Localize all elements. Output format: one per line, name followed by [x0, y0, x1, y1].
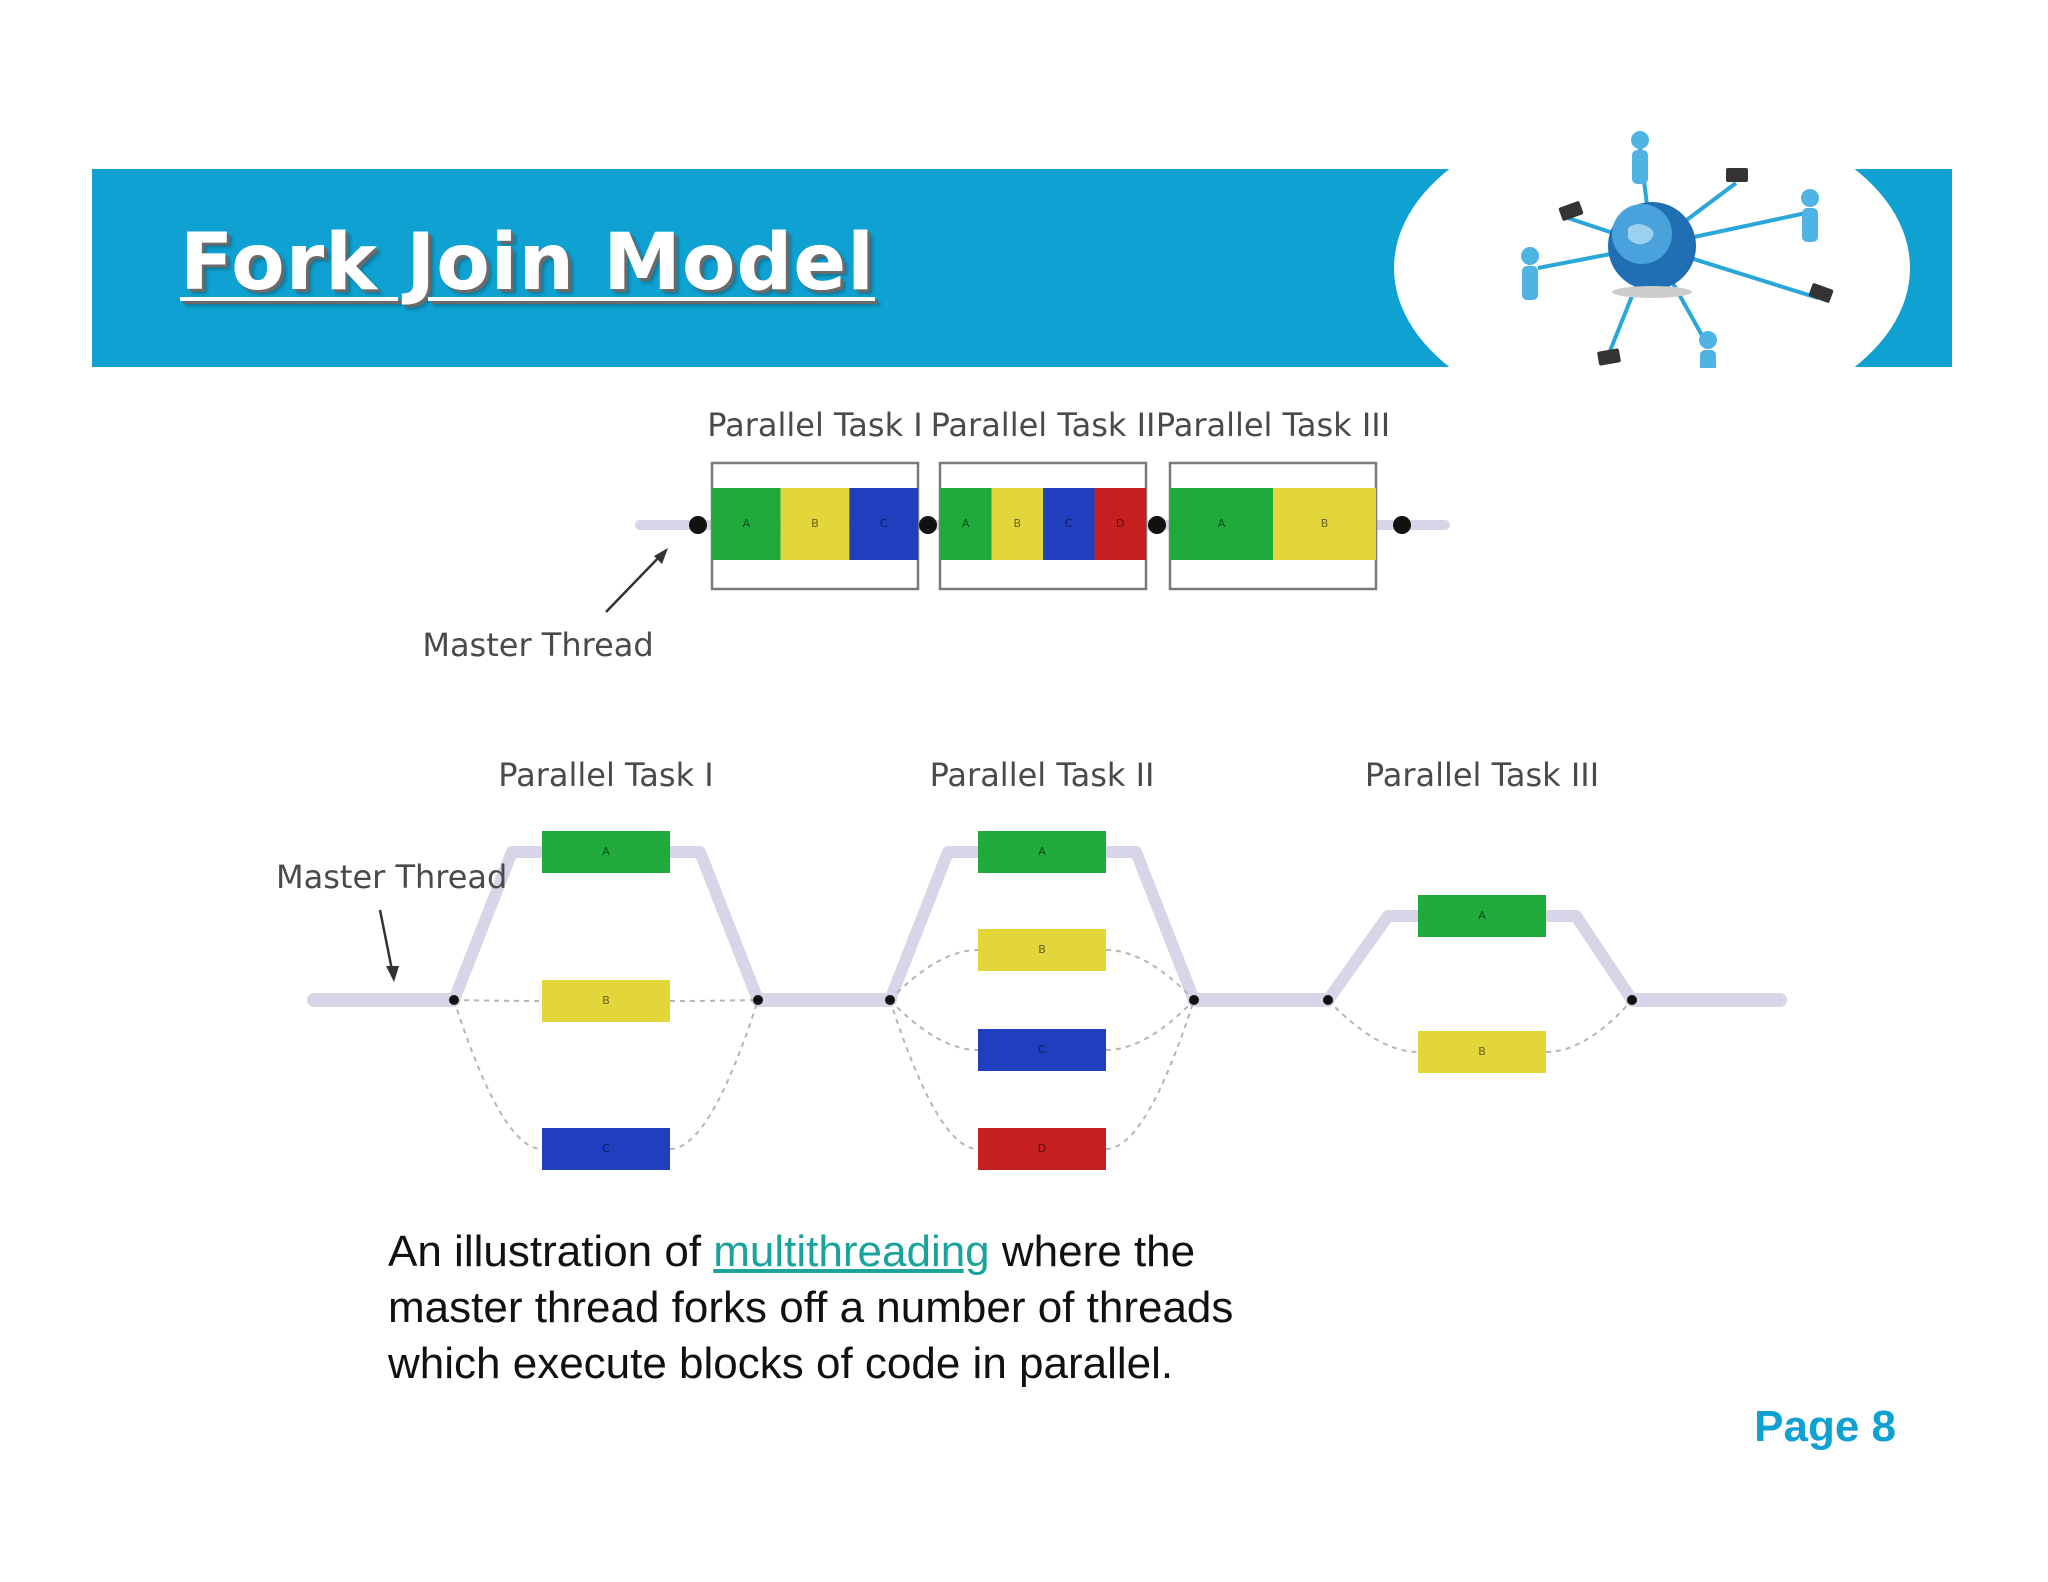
sequential-block	[780, 488, 850, 560]
sequential-master-label: Master Thread	[422, 626, 653, 664]
forkjoin-thread-block	[542, 1128, 670, 1170]
fork-thread-path	[884, 846, 978, 1003]
sequential-block-label: A	[1218, 517, 1226, 530]
sequential-node	[1148, 516, 1166, 534]
fork-thread-path	[889, 999, 979, 1051]
sequential-block	[940, 488, 992, 560]
forkjoin-thread-block	[978, 1128, 1106, 1170]
forkjoin-thread-label: A	[602, 845, 610, 858]
multithreading-link[interactable]: multithreading	[713, 1227, 990, 1276]
fork-thread-path	[453, 999, 543, 1002]
slide-title: Fork Join Model	[180, 218, 875, 308]
forkjoin-thread-block	[978, 1029, 1106, 1071]
fork-thread-path	[448, 846, 542, 1003]
forkjoin-thread-block	[1418, 1031, 1546, 1073]
sequential-master-arrowhead	[654, 548, 668, 564]
sequential-node	[689, 516, 707, 534]
join-thread-path	[670, 846, 764, 1003]
sequential-block-label: B	[1013, 517, 1021, 530]
sequential-block-label: A	[962, 517, 970, 530]
forkjoin-thread-label: C	[602, 1142, 610, 1155]
caption: An illustration of multithreading where …	[388, 1224, 1288, 1392]
forkjoin-thread-label: B	[1478, 1045, 1486, 1058]
forkjoin-thread-label: A	[1478, 909, 1486, 922]
forkjoin-thread-block	[542, 831, 670, 873]
sequential-block-label: C	[1065, 517, 1073, 530]
sequential-task-label: Parallel Task III	[1156, 406, 1390, 444]
sequential-master-arrow	[605, 553, 663, 613]
sequential-node	[919, 516, 937, 534]
fork-thread-path	[889, 999, 979, 1150]
forkjoin-thread-block	[1418, 895, 1546, 937]
fork-thread-path	[453, 999, 543, 1150]
forkjoin-thread-block	[542, 980, 670, 1022]
sequential-block-label: A	[743, 517, 751, 530]
sequential-block-label: D	[1116, 517, 1124, 530]
forkjoin-master-label: Master Thread	[276, 858, 507, 896]
join-thread-path	[1105, 999, 1195, 1051]
page-number: Page 8	[1754, 1402, 1896, 1451]
caption-text-start: An illustration of	[388, 1227, 714, 1276]
forkjoin-thread-label: B	[602, 994, 610, 1007]
join-thread-path	[1105, 949, 1195, 1001]
join-thread-path	[1546, 910, 1637, 1004]
sequential-block	[849, 488, 918, 560]
sequential-block	[1273, 488, 1376, 560]
fork-thread-path	[1327, 999, 1419, 1053]
join-node	[753, 995, 763, 1005]
fork-thread-path	[1323, 910, 1418, 1004]
forkjoin-thread-block	[978, 929, 1106, 971]
join-node	[1189, 995, 1199, 1005]
sequential-task-label: Parallel Task II	[931, 406, 1156, 444]
forkjoin-thread-block	[978, 831, 1106, 873]
sequential-task-label: Parallel Task I	[707, 406, 922, 444]
fork-thread-path	[889, 949, 979, 1001]
sequential-node	[1393, 516, 1411, 534]
forkjoin-task-label: Parallel Task II	[930, 756, 1155, 794]
forkjoin-thread-label: D	[1038, 1142, 1046, 1155]
caption-text-end: where the master thread forks off a numb…	[388, 1227, 1234, 1388]
join-node	[1627, 995, 1637, 1005]
sequential-block	[712, 488, 781, 560]
sequential-block	[1094, 488, 1146, 560]
forkjoin-thread-label: A	[1038, 845, 1046, 858]
sequential-block-label: B	[1321, 517, 1329, 530]
fork-node	[885, 995, 895, 1005]
sequential-block-label: C	[880, 517, 888, 530]
fork-node	[1323, 995, 1333, 1005]
join-thread-path	[1105, 999, 1195, 1150]
sequential-block	[1170, 488, 1273, 560]
join-thread-path	[669, 999, 759, 1002]
sequential-block	[991, 488, 1043, 560]
sequential-block	[1043, 488, 1095, 560]
forkjoin-thread-label: B	[1038, 943, 1046, 956]
network-globe-icon	[1394, 118, 1910, 368]
fork-node	[449, 995, 459, 1005]
join-thread-path	[1545, 999, 1633, 1053]
join-thread-path	[1106, 846, 1200, 1003]
forkjoin-master-arrow	[378, 909, 394, 971]
forkjoin-master-arrowhead	[386, 966, 399, 982]
forkjoin-thread-label: C	[1038, 1043, 1046, 1056]
join-thread-path	[669, 999, 759, 1150]
forkjoin-task-label: Parallel Task III	[1365, 756, 1599, 794]
forkjoin-task-label: Parallel Task I	[498, 756, 713, 794]
sequential-block-label: B	[811, 517, 819, 530]
